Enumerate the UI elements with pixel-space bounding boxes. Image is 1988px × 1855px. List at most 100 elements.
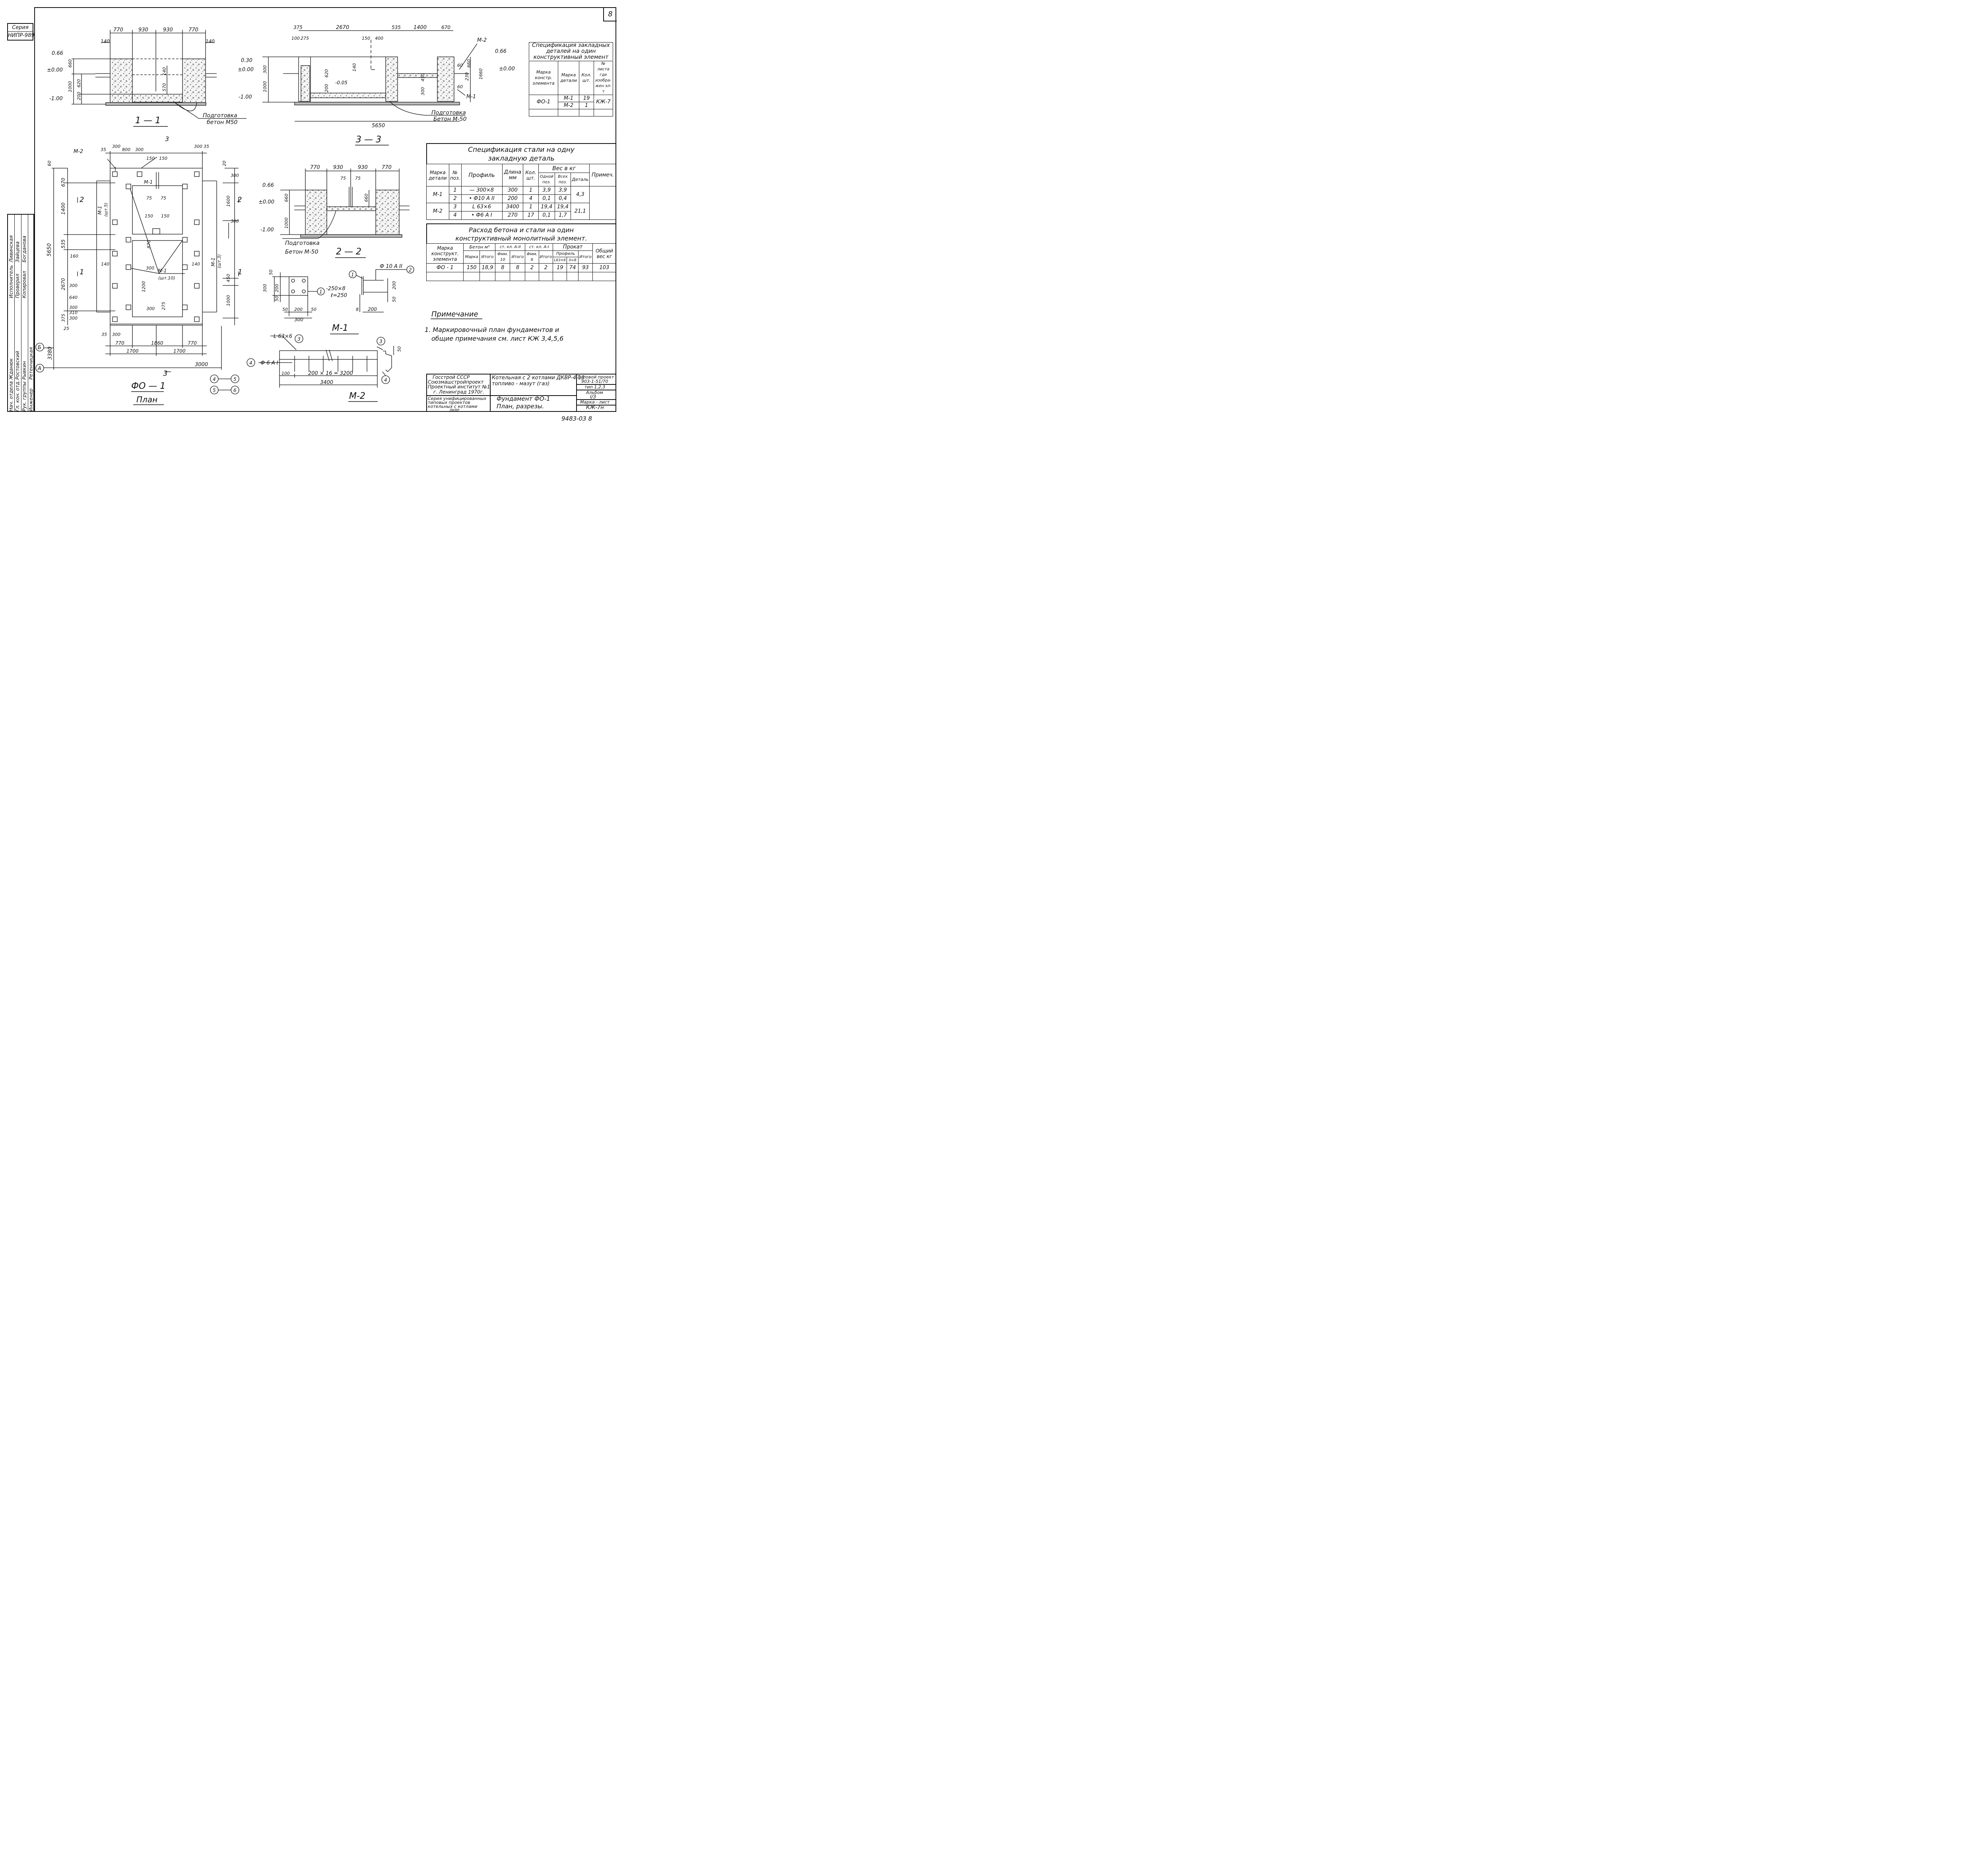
steel-r4-all: 1,7 xyxy=(554,211,571,220)
conc-h-prof: Профиль xyxy=(553,250,579,257)
plan-bot-1700b: 1700 xyxy=(173,348,186,354)
legend-5a: 5 xyxy=(233,376,237,382)
s22-d75b: 75 xyxy=(355,176,361,181)
s11-d140a: 140 xyxy=(101,39,110,44)
plan-l300a: 300 xyxy=(69,283,78,288)
s11-level-066: 0.66 xyxy=(52,50,63,56)
plan-r300a: 300 xyxy=(231,173,239,178)
plan-m1d-sub: (шт.10) xyxy=(158,276,175,281)
tb-mark-label: Марка - лист xyxy=(580,400,610,405)
spec-embedded-h1: Марка констр. элемента xyxy=(529,61,558,95)
plan-l25: 25 xyxy=(64,326,69,331)
plan-d275: 275 xyxy=(161,302,166,310)
cut-2-left: 2 xyxy=(80,196,84,204)
steel-h-qty: Кол. шт. xyxy=(523,164,539,186)
plan-fo1 xyxy=(42,151,239,372)
plan-m1a: М-1 xyxy=(144,179,153,185)
plan-bot-1700a: 1700 xyxy=(126,348,139,354)
s33-note-1: Подготовка xyxy=(431,110,466,116)
tb-album-value: I/3 xyxy=(590,394,596,400)
steel-r4-qty: 17 xyxy=(523,211,539,220)
s33-level-000l: ±0.00 xyxy=(238,67,254,73)
s33-v660: 660 xyxy=(466,59,472,68)
steel-r1-len: 300 xyxy=(502,186,524,195)
drawing-canvas: 770 930 930 770 140 140 0.66 ±0.00 -1.00… xyxy=(35,25,592,422)
steel-r3-mark: М-2 xyxy=(426,203,449,220)
plan-left-2670: 2670 xyxy=(60,278,66,290)
m1-p1b: 1 xyxy=(351,272,354,277)
steel-r3-detail: 21,1 xyxy=(571,203,590,220)
steel-r1-one: 3,9 xyxy=(538,186,555,195)
plan-d150d: 150 xyxy=(161,213,169,219)
plan-top-300c: 300 xyxy=(194,144,202,149)
s33-v450: 450 xyxy=(420,73,425,81)
spec-embedded-r2c2: М-2 xyxy=(558,102,579,109)
plan-left-670: 670 xyxy=(60,178,66,187)
conc-r-a2-total: 8 xyxy=(510,263,526,272)
s22-d75a: 75 xyxy=(340,176,346,181)
s33-level-005: -0.05 xyxy=(335,80,348,85)
cut-2-right: 2 xyxy=(237,196,242,204)
s33-d150: 150 xyxy=(362,36,370,41)
m1-p1-len: ℓ=250 xyxy=(330,293,347,299)
steel-r1-all: 3,9 xyxy=(554,186,571,195)
spec-steel-table: Марка детали № поз. Профиль Длина мм Кол… xyxy=(426,164,616,220)
conc-h-a2: ст. кл. А-II xyxy=(495,243,526,251)
tb-typ-value: 903-1-51/70 xyxy=(581,379,608,384)
tb-drawing-2: План, разрезы. xyxy=(497,403,544,410)
plan-subtitle: План xyxy=(136,395,157,404)
plan-r450: 450 xyxy=(226,274,231,282)
conc-r-a1: 2 xyxy=(525,263,539,272)
conc-h-itogo1: Итого xyxy=(510,250,526,264)
tb-series-2: типовых проектов xyxy=(428,400,470,405)
m1-b200: 200 xyxy=(294,307,303,312)
steel-h-detail: Деталь xyxy=(571,173,590,186)
plan-m2: М-2 xyxy=(74,149,83,155)
m1-p1: 1 xyxy=(319,289,322,295)
plan-d300a: 300 xyxy=(146,266,154,271)
s11-dim-2: 930 xyxy=(138,27,148,33)
s33-m2: М-2 xyxy=(477,37,487,43)
plan-top-800: 800 xyxy=(122,147,130,152)
section-3-3 xyxy=(262,30,478,122)
steel-h-len: Длина мм xyxy=(502,164,524,186)
plan-l300c: 300 xyxy=(69,316,78,321)
sheet-number: 8 xyxy=(603,8,617,21)
plan-total-5650: 5650 xyxy=(47,243,52,256)
conc-h-rolled: Прокат xyxy=(553,243,593,251)
plan-bot-35: 35 xyxy=(101,332,107,337)
plan-left-1400: 1400 xyxy=(60,202,66,215)
plan-m1b-sub: (шт.5) xyxy=(103,202,109,217)
plan-title: ФО — 1 xyxy=(131,381,165,391)
tb-org-1: Госстрой СССР xyxy=(433,374,470,380)
steel-r3-all: 19,4 xyxy=(554,203,571,212)
spec-embedded-r1c3: 19 xyxy=(579,95,594,102)
m2-d100: 100 xyxy=(282,371,290,376)
cut-mark-3: 3 xyxy=(165,135,169,143)
steel-h-note: Примеч. xyxy=(589,164,616,186)
s33-m1: М-1 xyxy=(466,94,476,100)
s33-v60a: 60 xyxy=(457,63,463,68)
m1-p1-spec: -250×8 xyxy=(326,286,346,292)
signature-stamp: Нач. отдела Гл. кон. отд. Рук. группы Ин… xyxy=(7,214,34,412)
plan-h3000: 3000 xyxy=(195,362,208,368)
steel-h-one: Одной поз. xyxy=(538,173,555,186)
doc-code: 9483-03 8 xyxy=(561,415,592,422)
conc-h-itogo3: Итого xyxy=(578,250,593,264)
s33-level-000r: ±0.00 xyxy=(499,66,515,72)
s33-dim-5: 670 xyxy=(441,25,450,30)
s11-v570: 570 xyxy=(162,83,167,91)
plan-d150a: 150 xyxy=(146,156,155,161)
spec-embedded-r1c4: КЖ-7 xyxy=(594,95,613,109)
tb-drawing-1: Фундамент ФО-1 xyxy=(497,395,550,402)
m1-b200r: 200 xyxy=(368,307,377,312)
s33-dim-2: 2670 xyxy=(336,25,349,31)
steel-h-all: Всех поз. xyxy=(554,173,571,186)
s33-level-030: 0.30 xyxy=(241,58,252,64)
m2-p3b: 3 xyxy=(379,339,382,344)
plan-m1b: М-1 xyxy=(97,206,103,215)
conc-r-sum: 103 xyxy=(592,263,617,272)
plan-d150b: 150 xyxy=(159,156,167,161)
steel-r3-one: 19,4 xyxy=(538,203,555,212)
s33-v60b: 60 xyxy=(457,84,463,89)
